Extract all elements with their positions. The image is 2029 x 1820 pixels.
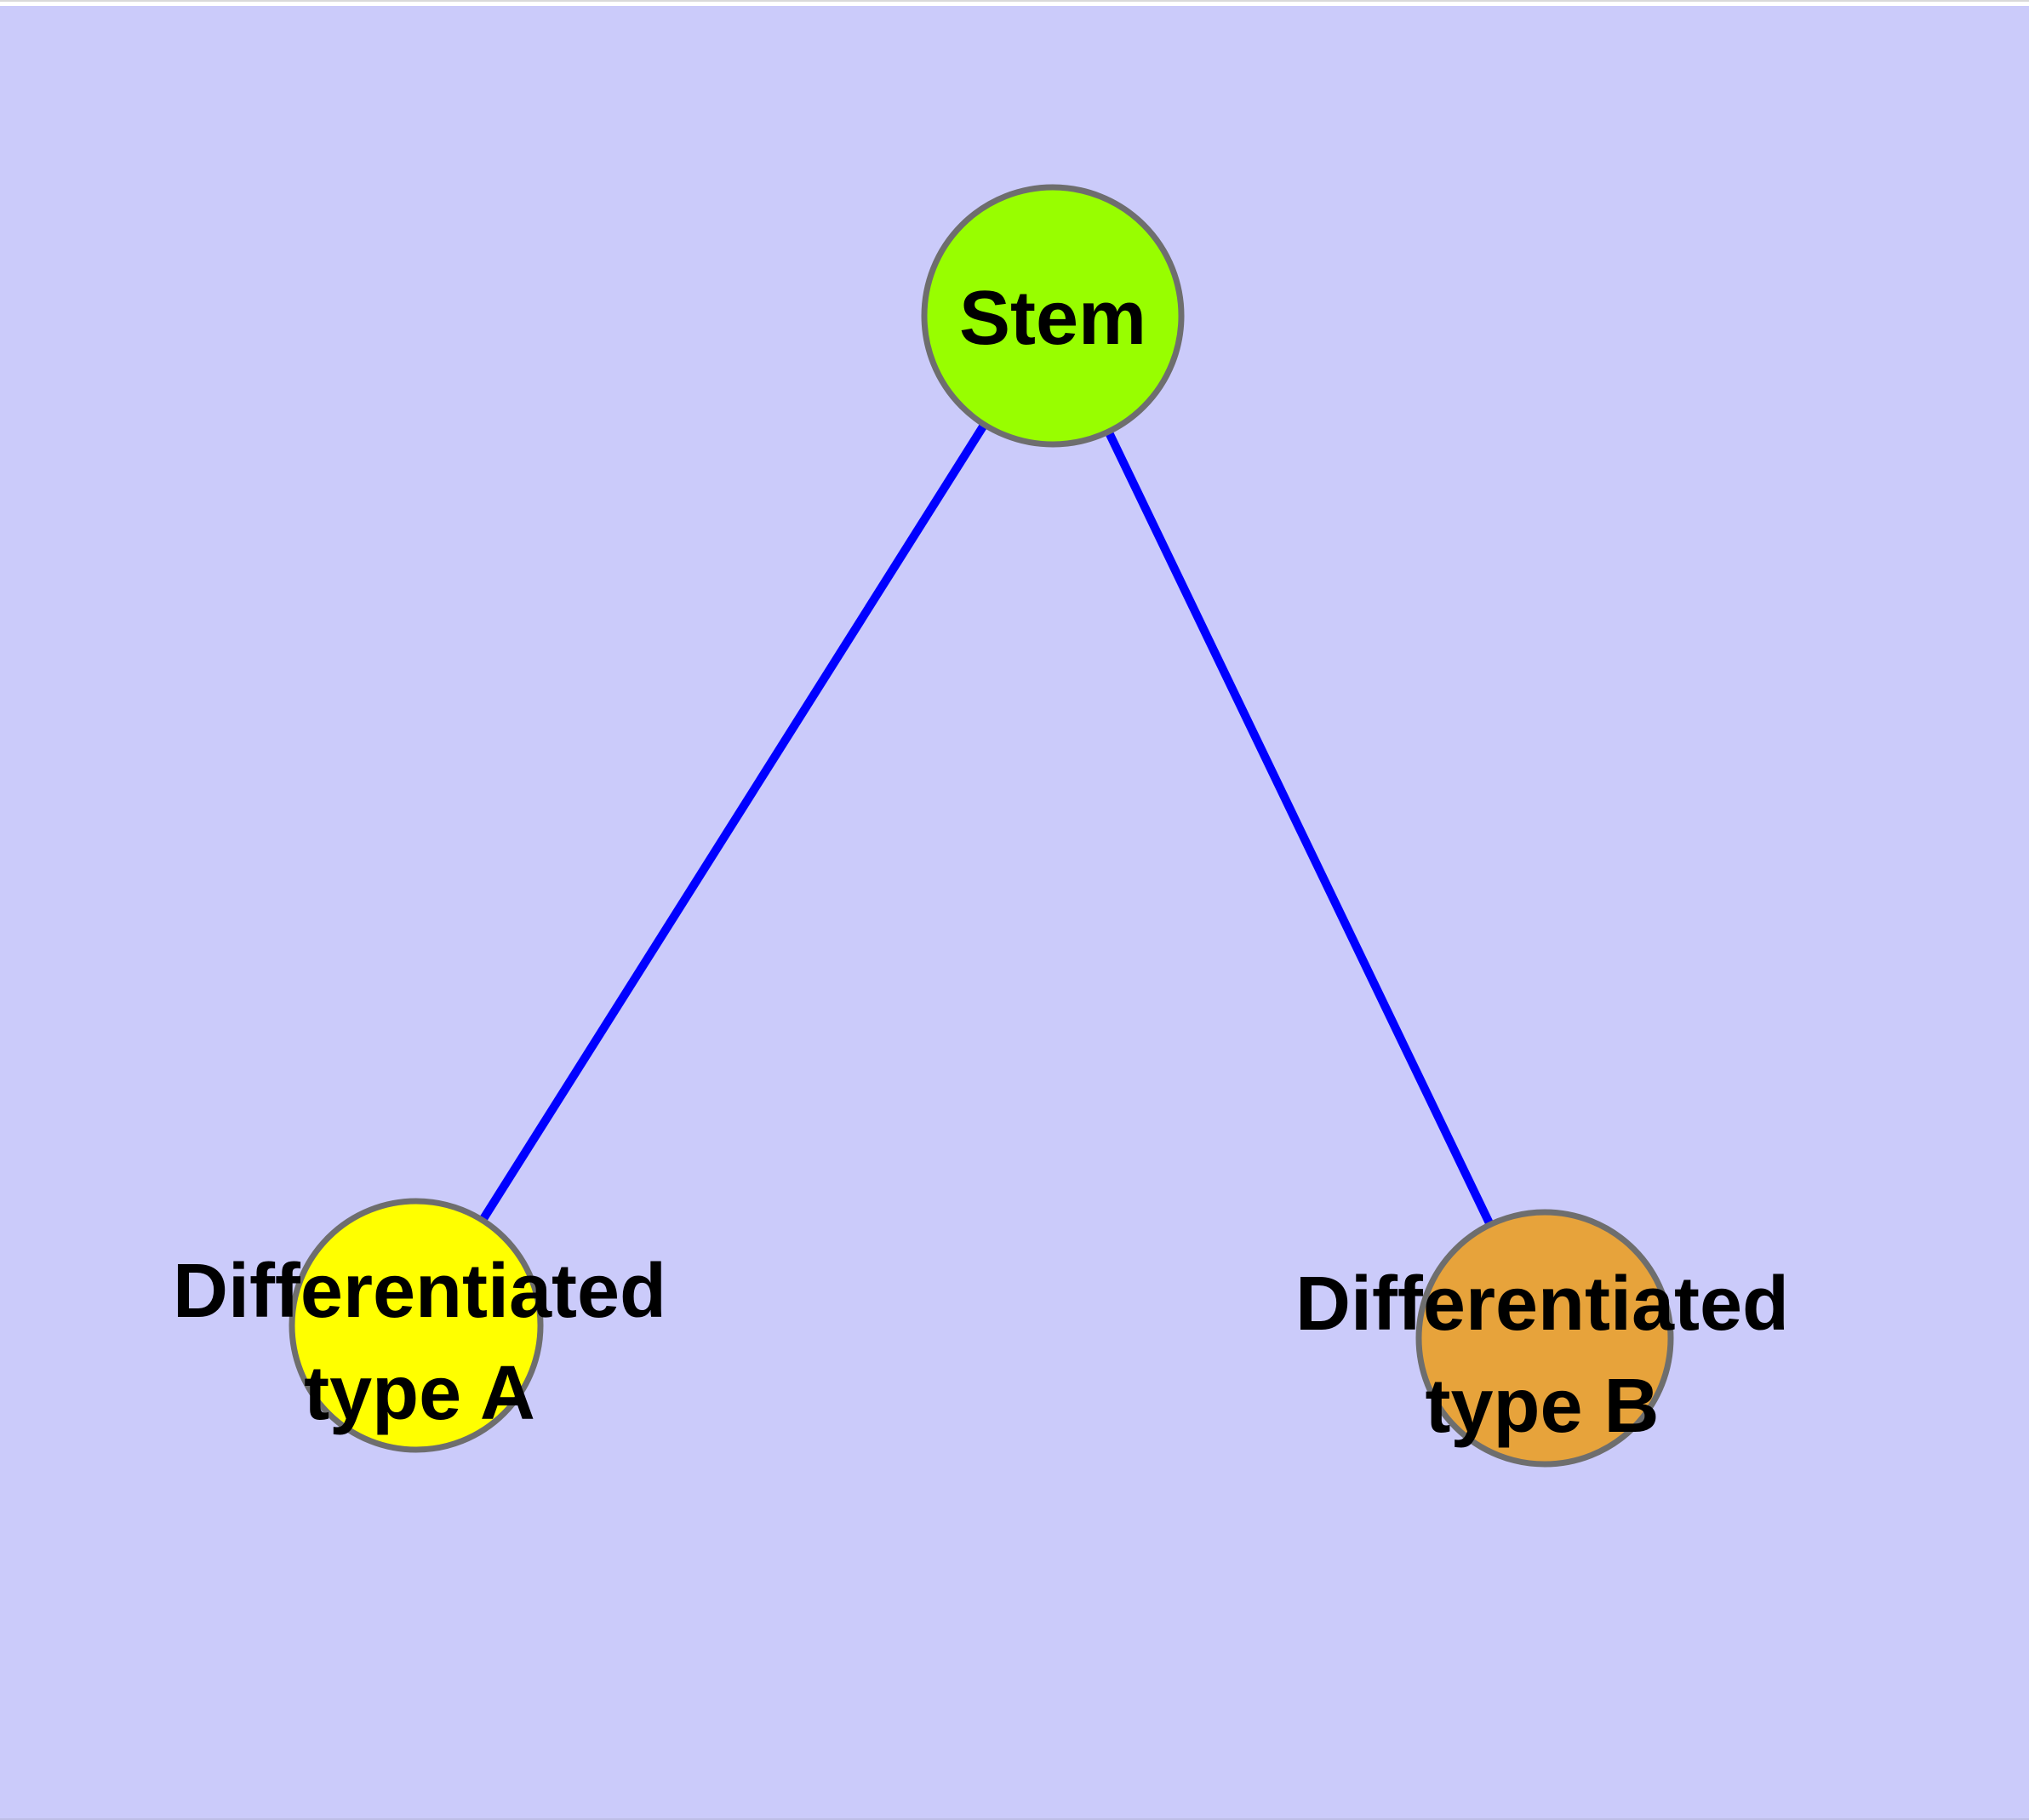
node-type-a-label-line2: type A [304,1351,535,1436]
window-bottom-edge [0,1818,2029,1820]
node-type-b-circle [1415,1209,1674,1468]
window-top-edge [0,0,2029,2]
edge-stem-to-type-a [412,313,1057,1328]
window-top-strip [0,0,2029,6]
node-type-b-label-line2: type B [1425,1364,1659,1449]
node-type-a-label-line1: Differentiated [173,1249,666,1334]
node-type-a-circle [289,1198,544,1453]
node-stem-circle [921,184,1185,448]
node-type-b-label-line1: Differentiated [1295,1262,1789,1347]
edge-stem-to-type-b [1049,313,1549,1341]
node-stem-label: Stem [959,276,1146,361]
